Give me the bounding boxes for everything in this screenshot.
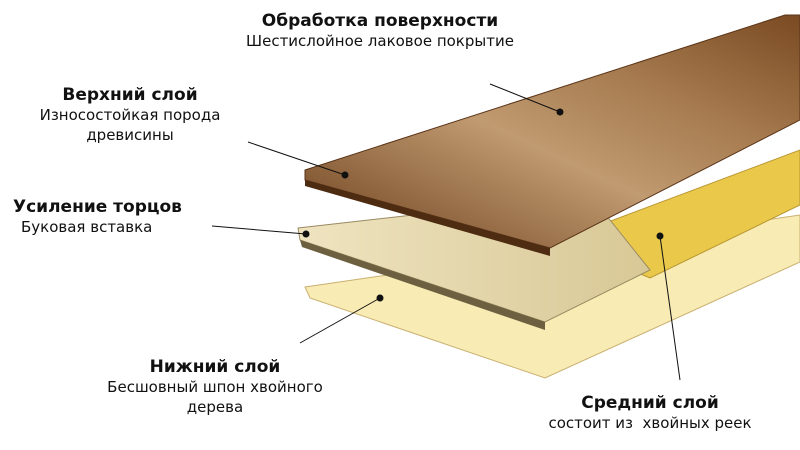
label-top-desc2: древисины bbox=[86, 125, 174, 144]
label-middle-desc: состоит из хвойных реек bbox=[548, 414, 752, 433]
label-bottom-title: Нижний слой bbox=[149, 357, 281, 377]
label-top-desc1: Износостойкая порода bbox=[39, 106, 221, 125]
board-edge bbox=[300, 240, 545, 330]
label-ends-title: Усиление торцов bbox=[13, 197, 182, 217]
label-surface-title: Обработка поверхности bbox=[261, 11, 499, 31]
label-middle-title: Средний слой bbox=[581, 393, 719, 413]
label-top: Верхний слой Износостойкая порода древис… bbox=[10, 84, 250, 145]
label-middle: Средний слой состоит из хвойных реек bbox=[510, 392, 790, 434]
label-surface: Обработка поверхности Шестислойное лаков… bbox=[170, 10, 590, 52]
label-surface-desc: Шестислойное лаковое покрытие bbox=[246, 32, 514, 51]
label-ends-desc: Буковая вставка bbox=[21, 218, 153, 237]
top-layer-edge bbox=[305, 180, 550, 256]
label-bottom-desc2: дерева bbox=[186, 397, 244, 416]
label-bottom: Нижний слой Бесшовный шпон хвойного дере… bbox=[90, 356, 340, 417]
label-bottom-desc1: Бесшовный шпон хвойного bbox=[107, 378, 323, 397]
label-ends: Усиление торцов Буковая вставка bbox=[5, 196, 245, 238]
label-top-title: Верхний слой bbox=[62, 85, 198, 105]
